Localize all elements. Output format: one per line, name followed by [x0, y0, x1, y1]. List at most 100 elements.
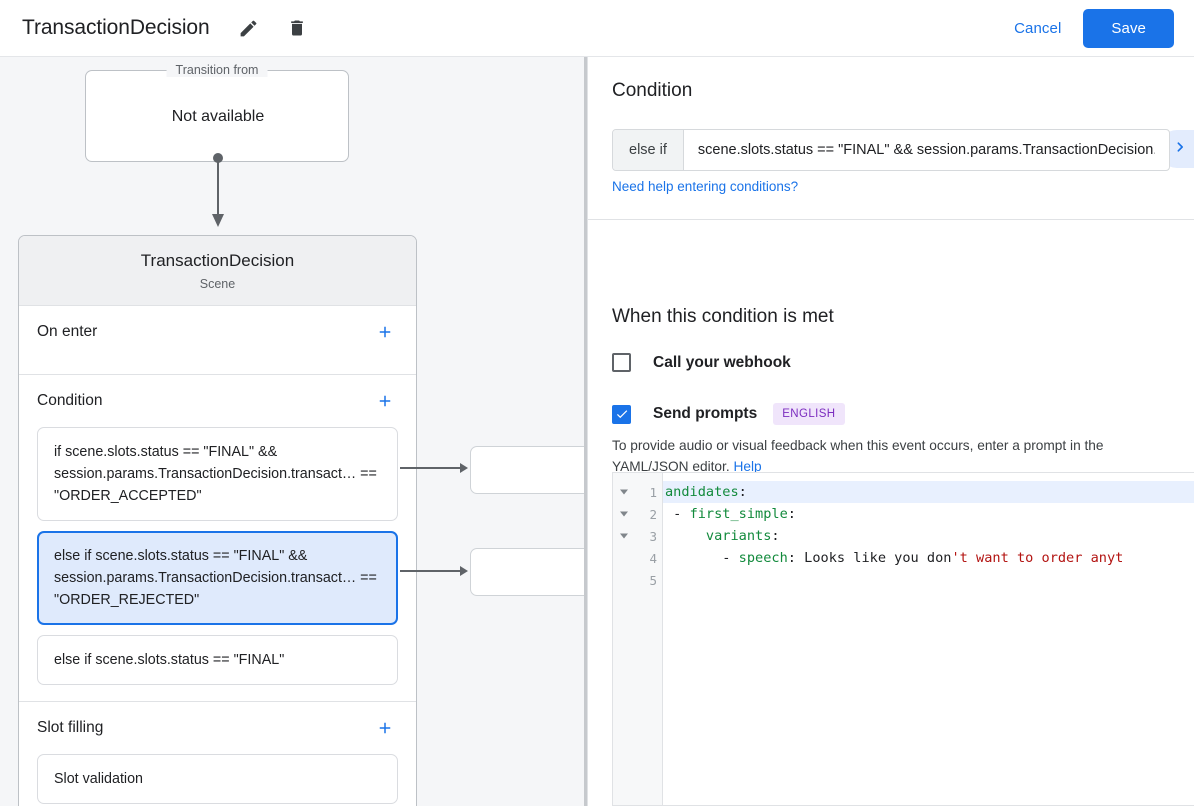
condition-expression-input[interactable] [683, 130, 1169, 170]
code-token: : [738, 484, 747, 500]
condition-chip-selected[interactable]: else if scene.slots.status == "FINAL" &&… [37, 531, 398, 625]
condition-input-group: else if [612, 129, 1170, 171]
transition-arrow-icon [212, 153, 224, 227]
gutter-line: 4 [613, 547, 662, 569]
page-title: TransactionDecision [22, 16, 210, 39]
call-webhook-row[interactable]: Call your webhook [612, 353, 791, 372]
transition-from-value: Not available [171, 108, 265, 125]
line-number: 5 [649, 572, 657, 588]
condition-detail-panel: Condition else if Need help entering con… [588, 57, 1194, 806]
transition-to-header: TransactionDecision Scene [19, 236, 416, 306]
add-on-enter-button[interactable] [372, 319, 398, 345]
code-token: - [665, 550, 739, 566]
code-token: : [787, 550, 805, 566]
send-prompts-row[interactable]: Send prompts ENGLISH [612, 403, 845, 425]
scene-graph-panel[interactable]: Transition from Not available Transition… [0, 57, 586, 806]
send-prompts-label: Send prompts [653, 405, 758, 422]
help-link[interactable]: Help [733, 459, 762, 474]
target-node-accepted[interactable] [470, 446, 586, 494]
condition-chip[interactable]: else if scene.slots.status == "FINAL" [37, 635, 398, 685]
target-node-rejected[interactable] [470, 548, 586, 596]
fold-caret-icon[interactable] [620, 533, 628, 539]
trash-icon [287, 18, 307, 38]
editor-code-area[interactable]: andidates: - first_simple: variants: - s… [663, 473, 1194, 805]
editor-gutter: 1 2 3 4 5 [613, 473, 663, 805]
transition-from-card: Transition from Not available [85, 63, 349, 162]
graph-edge [400, 570, 462, 572]
section-title-on-enter: On enter [37, 323, 98, 340]
code-token: : [771, 528, 780, 544]
code-line[interactable] [663, 569, 1194, 591]
line-number: 4 [649, 550, 657, 566]
line-number: 2 [649, 506, 657, 522]
section-on-enter: On enter [19, 306, 416, 375]
condition-chip[interactable]: if scene.slots.status == "FINAL" && sess… [37, 427, 398, 521]
code-token: first_simple [689, 506, 788, 522]
code-token: 't want to order anyt [951, 550, 1124, 566]
code-token: andidates [665, 484, 739, 500]
condition-heading: Condition [612, 80, 693, 101]
line-number: 3 [649, 528, 657, 544]
code-token: variants [705, 528, 772, 544]
yaml-code-editor[interactable]: 1 2 3 4 5 andidates: - first_simple: var… [612, 472, 1194, 806]
add-slot-filling-button[interactable] [372, 715, 398, 741]
condition-prefix-label: else if [613, 130, 684, 170]
code-token: : [787, 506, 796, 522]
code-token [665, 528, 706, 544]
scene-type: Scene [199, 276, 236, 291]
top-app-bar: TransactionDecision Cancel Save [0, 0, 1194, 57]
fold-caret-icon[interactable] [620, 511, 628, 517]
need-help-entering-conditions-link[interactable]: Need help entering conditions? [612, 179, 799, 194]
edit-button[interactable] [232, 11, 266, 45]
section-slot-filling: Slot filling Slot validation [19, 702, 416, 806]
code-line[interactable]: variants: [663, 525, 1194, 547]
check-icon [616, 410, 627, 419]
panel-divider [587, 57, 588, 806]
fold-caret-icon[interactable] [620, 489, 628, 495]
section-title-condition: Condition [37, 392, 103, 409]
condition-section: Condition else if Need help entering con… [588, 57, 1194, 220]
section-condition: Condition if scene.slots.status == "FINA… [19, 375, 416, 702]
plus-icon [379, 395, 391, 407]
prompt-help-text: To provide audio or visual feedback when… [612, 435, 1170, 477]
call-webhook-checkbox[interactable] [612, 353, 631, 372]
gutter-line: 5 [613, 569, 662, 591]
gutter-line: 2 [613, 503, 662, 525]
section-title-slot-filling: Slot filling [37, 719, 104, 736]
save-button[interactable]: Save [1083, 8, 1174, 48]
code-line[interactable]: - first_simple: [663, 503, 1194, 525]
chevron-right-icon [1170, 137, 1190, 162]
transition-from-legend: Transition from [166, 63, 268, 77]
plus-icon [379, 326, 391, 338]
graph-edge [400, 467, 462, 469]
line-number: 1 [649, 484, 657, 500]
section-header-slot-filling: Slot filling [37, 702, 398, 754]
code-token: Looks like you don [804, 550, 952, 566]
gutter-line: 3 [613, 525, 662, 547]
graph-edge-arrowhead-icon [460, 463, 468, 473]
section-header-condition: Condition [37, 375, 398, 427]
cancel-button[interactable]: Cancel [996, 11, 1079, 46]
add-condition-button[interactable] [372, 388, 398, 414]
scene-name: TransactionDecision [140, 250, 295, 270]
topbar-actions: Cancel Save [996, 8, 1194, 48]
send-prompts-checkbox[interactable] [612, 404, 631, 424]
language-badge: ENGLISH [773, 403, 845, 425]
code-token: - [665, 506, 690, 522]
call-webhook-label: Call your webhook [653, 353, 791, 371]
topbar-left-group: TransactionDecision [0, 11, 996, 45]
gutter-line: 1 [613, 481, 662, 503]
code-line[interactable]: andidates: [663, 481, 1194, 503]
prompt-help-sentence: To provide audio or visual feedback when… [612, 438, 1104, 474]
section-header-on-enter: On enter [37, 306, 398, 358]
transition-to-card: Transition to TransactionDecision Scene … [18, 235, 417, 806]
code-token: speech [738, 550, 788, 566]
slot-validation-chip[interactable]: Slot validation [37, 754, 398, 804]
plus-icon [379, 722, 391, 734]
panel-scrollbar[interactable] [584, 57, 587, 806]
pencil-icon [238, 18, 259, 39]
graph-edge-arrowhead-icon [460, 566, 468, 576]
delete-button[interactable] [280, 11, 314, 45]
code-line[interactable]: - speech: Looks like you don't want to o… [663, 547, 1194, 569]
when-condition-met-heading: When this condition is met [612, 306, 834, 327]
